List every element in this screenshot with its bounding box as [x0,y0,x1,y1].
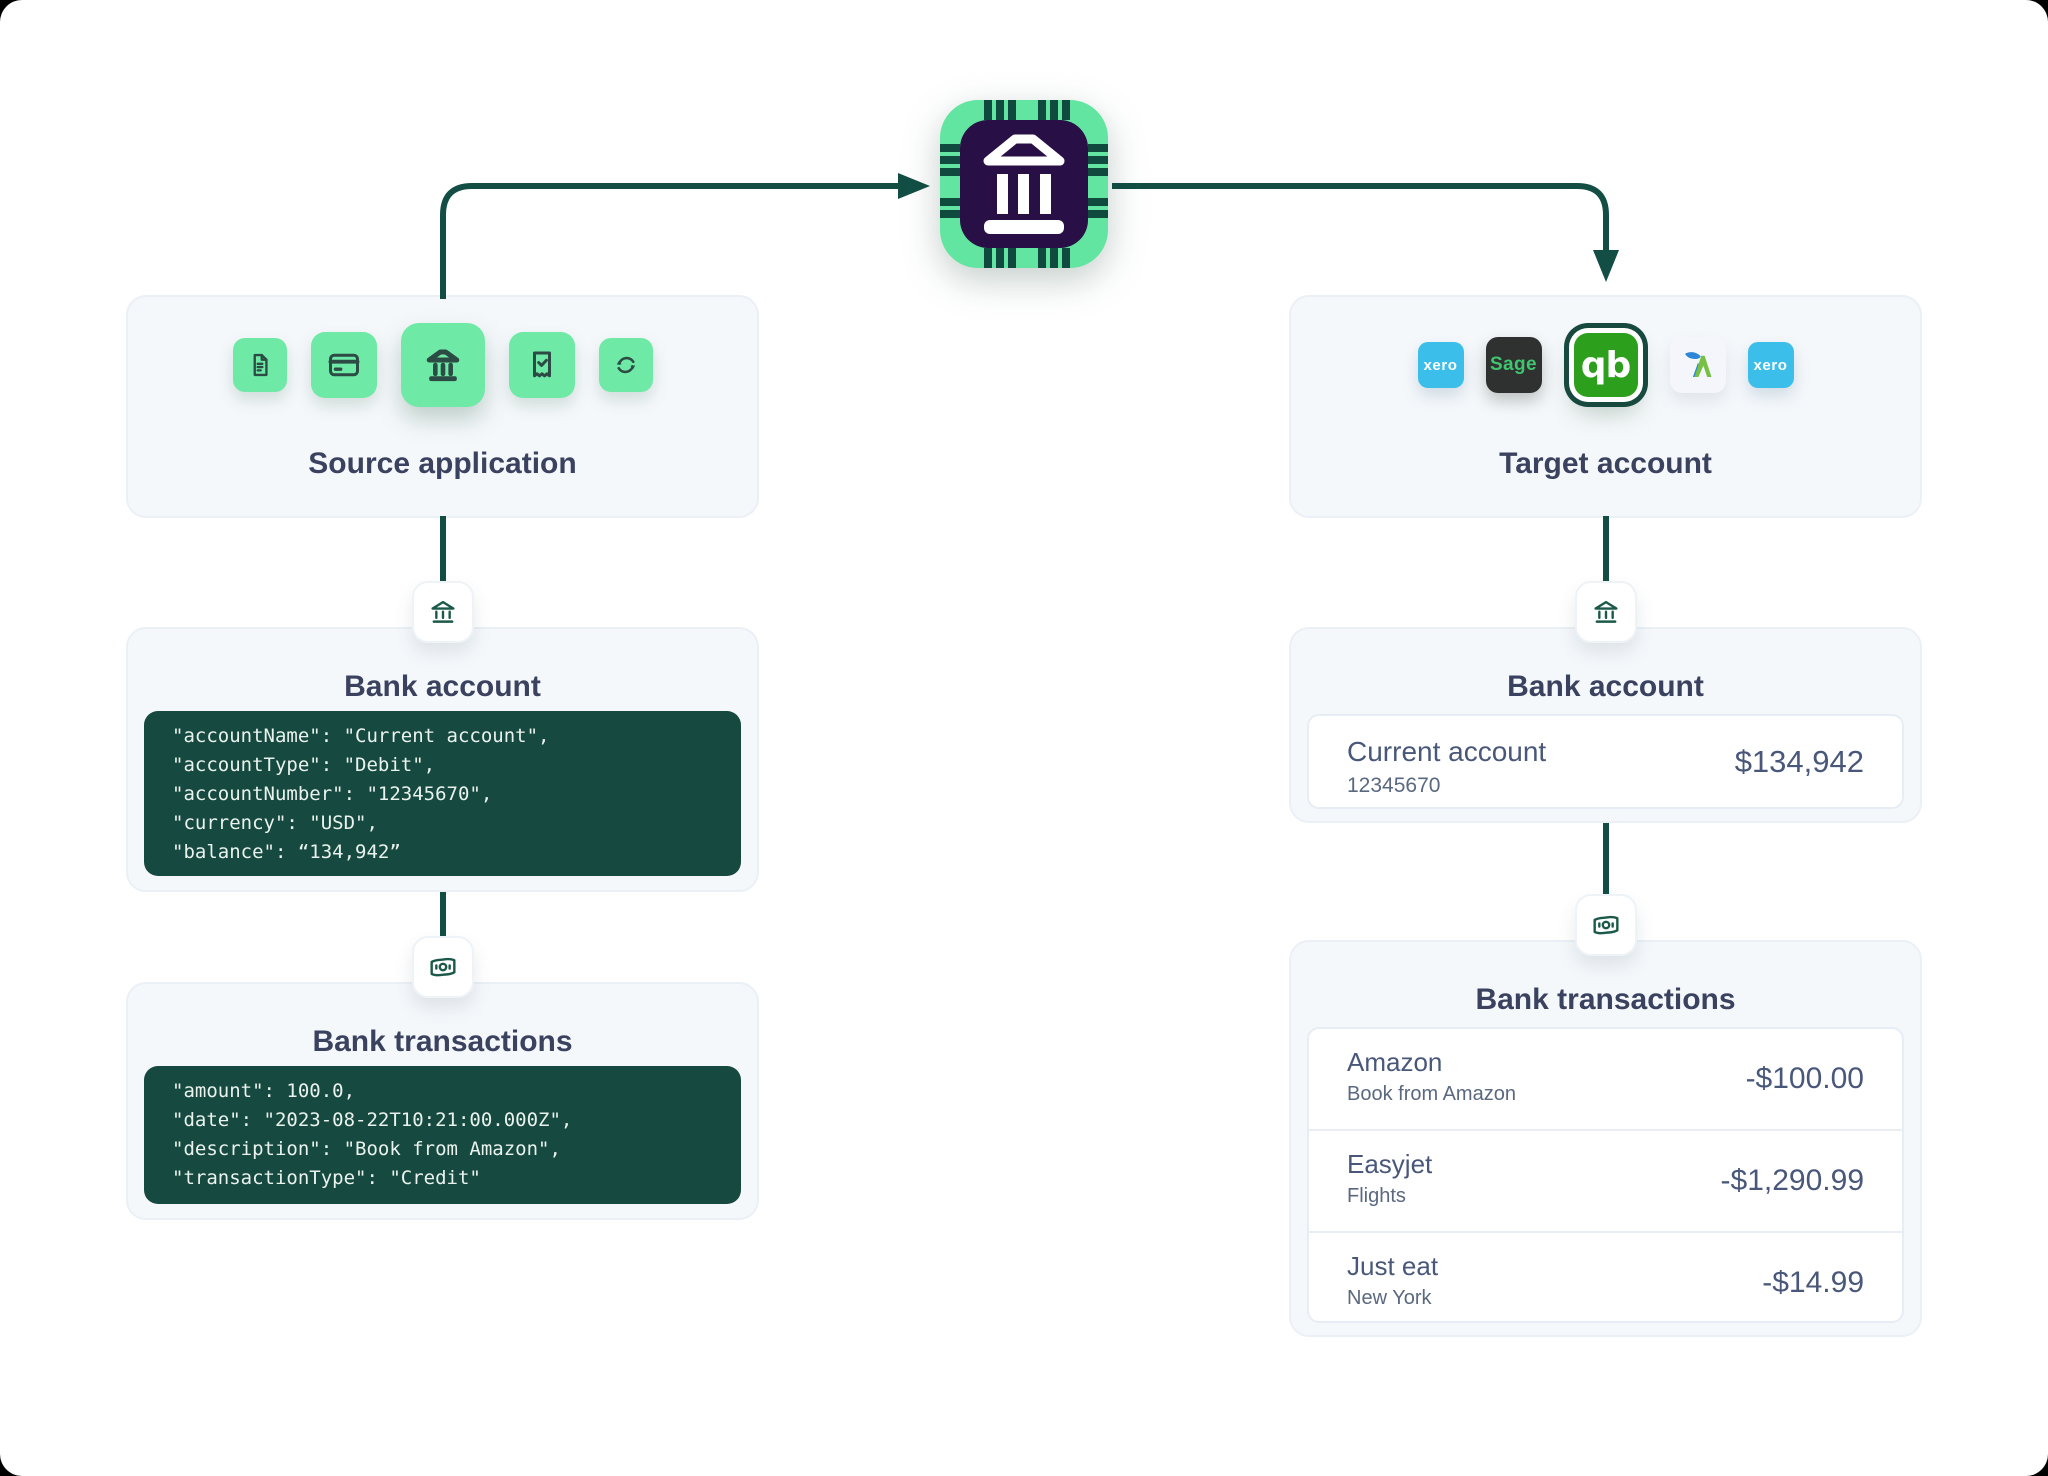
app-tile-xero[interactable]: xero [1417,342,1464,388]
quickbooks-logo: qb [1580,344,1632,386]
code-line: "balance": “134,942” [172,841,401,863]
transaction-description: Book from Amazon [1347,1083,1516,1105]
bank-badge-right [1575,581,1637,643]
account-number: 12345670 [1347,774,1441,797]
code-line: "accountType": "Debit", [172,754,436,776]
transaction-name: Just eat [1347,1251,1439,1281]
code-line: "currency": "USD", [172,812,378,834]
banknote-badge [412,936,474,998]
banknote-icon [1593,915,1619,935]
source-bank-transactions-card: Bank transactions "amount": 100.0, "date… [126,982,759,1220]
bank-account-title-right: Bank account [1507,670,1704,703]
connector-target-to-account [1603,516,1609,632]
source-tile-receipt[interactable] [508,332,575,398]
bank-transactions-title: Bank transactions [312,1025,573,1058]
account-row[interactable]: Current account 12345670 $134,942 [1307,714,1904,809]
transaction-amount: -$1,290.99 [1720,1164,1864,1197]
connector-account-to-transactions-right [1603,821,1609,943]
target-app-tiles: xero Sage qb xero [1291,305,1920,425]
code-line: "accountName": "Current account", [172,725,550,747]
receipt-check-icon [532,351,551,378]
bank-icon [983,134,1065,234]
target-bank-transactions-card: Bank transactions Amazon Book from Amazo… [1289,940,1922,1337]
app-tile-xero-2[interactable]: xero [1747,342,1794,388]
transaction-row[interactable]: Amazon Book from Amazon -$100.00 [1309,1029,1902,1129]
code-line: "transactionType": "Credit" [172,1167,481,1189]
source-application-box: Source application [126,295,759,518]
bank-icon [426,349,459,382]
connector-source-to-account [440,516,446,632]
source-tile-bank[interactable] [400,323,485,407]
code-line: "date": "2023-08-22T10:21:00.000Z", [172,1109,573,1131]
banknote-icon [430,957,456,977]
app-tile-quickbooks[interactable]: qb [1573,333,1638,397]
source-tile-sync[interactable] [598,338,653,392]
bank-transactions-title-right: Bank transactions [1475,983,1736,1016]
transaction-row[interactable]: Easyjet Flights -$1,290.99 [1309,1129,1902,1231]
transactions-list: Amazon Book from Amazon -$100.00 Easyjet… [1307,1027,1904,1323]
transaction-amount: -$14.99 [1762,1266,1864,1299]
bank-icon [431,600,455,623]
bank-chip-icon [940,100,1108,268]
app-tile-freeagent[interactable] [1669,337,1726,393]
code-line: "description": "Book from Amazon", [172,1138,561,1160]
bank-transactions-json: "amount": 100.0, "date": "2023-08-22T10:… [144,1066,741,1204]
banknote-badge-right [1575,894,1637,956]
bank-icon [1594,600,1618,623]
sage-logo: Sage [1489,354,1537,375]
transaction-name: Easyjet [1347,1149,1433,1179]
arrowhead-into-target [1593,250,1619,282]
code-line: "amount": 100.0, [172,1080,356,1102]
source-app-tiles [128,305,757,425]
transaction-description: Flights [1347,1185,1406,1207]
account-balance: $134,942 [1734,743,1864,779]
document-icon [253,353,268,377]
bank-account-json: "accountName": "Current account", "accou… [144,711,741,876]
arrowhead-into-chip [898,173,930,199]
target-bank-account-card: Bank account Current account 12345670 $1… [1289,627,1922,823]
source-bank-account-card: Bank account "accountName": "Current acc… [126,627,759,892]
transaction-amount: -$100.00 [1745,1062,1864,1095]
chip-pins [940,100,1108,268]
source-tile-document[interactable] [232,338,287,392]
source-tile-credit-card[interactable] [310,332,377,398]
transaction-row[interactable]: Just eat New York -$14.99 [1309,1231,1902,1333]
sync-icon [616,356,635,374]
transaction-description: New York [1347,1287,1432,1309]
bank-badge [412,581,474,643]
target-account-box: xero Sage qb xero Target account [1289,295,1922,518]
bank-account-title: Bank account [344,670,541,703]
app-tile-sage[interactable]: Sage [1485,337,1542,393]
account-name: Current account [1347,736,1547,767]
code-line: "accountNumber": "12345670", [172,783,493,805]
target-box-title: Target account [1499,447,1712,480]
transaction-name: Amazon [1347,1047,1443,1077]
xero-logo: xero [1753,356,1788,374]
source-box-title: Source application [308,447,577,480]
credit-card-icon [328,353,359,377]
xero-logo: xero [1423,356,1458,374]
freeagent-logo [1684,352,1711,377]
